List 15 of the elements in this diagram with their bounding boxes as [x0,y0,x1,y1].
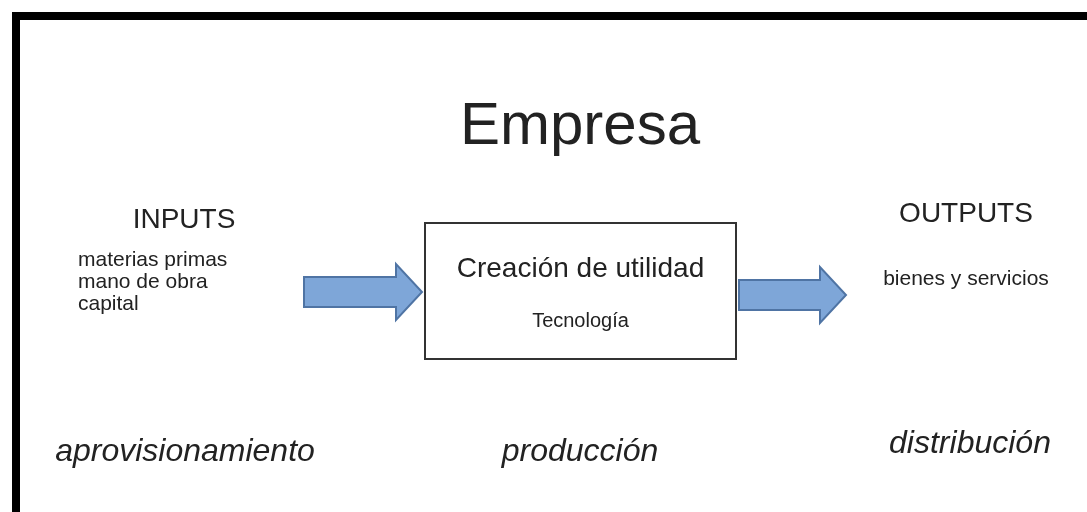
list-item: mano de obra [77,270,208,292]
list-item: capital [77,292,140,314]
stage-label: aprovisionamiento [54,431,316,470]
diagram-title: Empresa [458,89,702,159]
block-arrow [303,261,424,323]
box-subtitle: Tecnología [532,308,629,333]
list-item: bienes y servicios [883,265,1049,291]
list-item: materias primas [77,248,229,270]
stage-label: distribución [888,423,1052,462]
process-box [424,222,737,360]
stage-label: producción [500,431,660,470]
block-arrow [738,264,848,326]
column-heading: INPUTS [131,202,237,236]
column-heading: OUTPUTS [899,196,1033,230]
box-title: Creación de utilidad [456,251,705,285]
